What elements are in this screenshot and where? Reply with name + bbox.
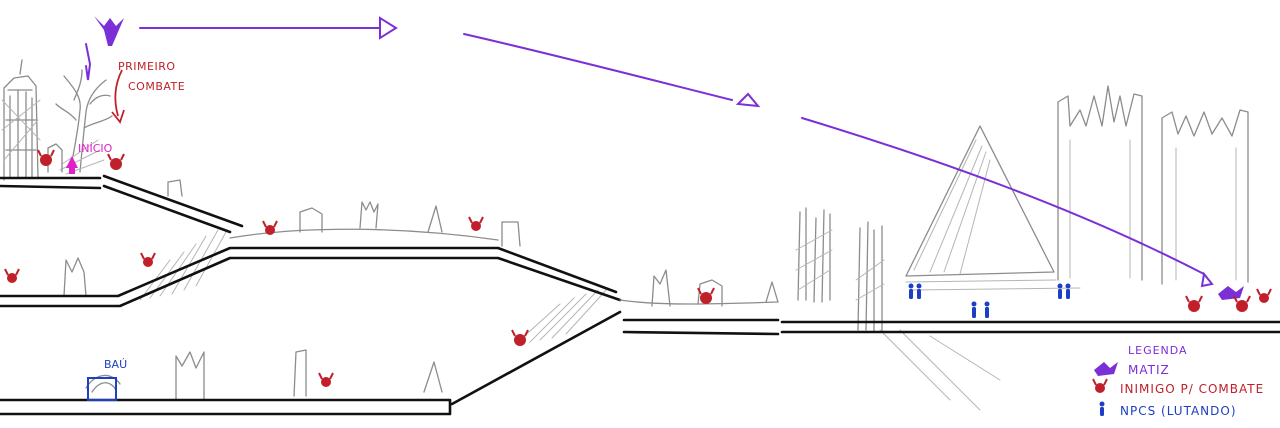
npc-icon [909, 284, 914, 300]
legend: LEGENDA MATIZ INIMIGO P/ COMBATE NPCS (L… [1093, 344, 1264, 418]
enemy-icon [319, 373, 333, 387]
enemy-icon [108, 154, 124, 170]
first-combat-label-line2: COMBATE [128, 80, 185, 93]
ruins-middle [64, 180, 778, 400]
enemy-icon [512, 330, 528, 346]
enemy-icon [141, 253, 155, 267]
start-marker: INÍCIO [66, 142, 113, 174]
legend-item-npc: NPCS (LUTANDO) [1100, 402, 1237, 419]
ruins-left [2, 60, 40, 180]
enemy-icon [1093, 379, 1107, 393]
npc-icon [1058, 284, 1063, 300]
first-combat-marker: PRIMEIRO COMBATE [112, 60, 185, 122]
legend-label: INIMIGO P/ COMBATE [1120, 382, 1264, 396]
chest: BAÚ [88, 358, 127, 400]
enemies [5, 150, 1271, 387]
matiz-icon [1094, 362, 1118, 376]
legend-label: MATIZ [1128, 363, 1170, 377]
npc-icon [917, 284, 922, 300]
npc-icon [972, 302, 977, 319]
ruins-right-fence [796, 208, 884, 332]
terrain [0, 176, 1280, 414]
first-combat-label-line1: PRIMEIRO [118, 60, 176, 73]
enemy-icon [38, 150, 54, 166]
enemy-icon [469, 217, 483, 231]
legend-item-enemy: INIMIGO P/ COMBATE [1093, 379, 1264, 396]
enemy-icon [1186, 296, 1202, 312]
legend-label: NPCS (LUTANDO) [1120, 404, 1237, 418]
start-label: INÍCIO [78, 142, 113, 155]
pyramid [906, 126, 1080, 290]
npc-icon [985, 302, 990, 319]
npc-icon [1066, 284, 1071, 300]
npc-icon [1100, 402, 1105, 417]
enemy-icon [698, 288, 714, 304]
legend-item-matiz: MATIZ [1094, 362, 1170, 377]
chest-label: BAÚ [104, 358, 127, 371]
legend-title: LEGENDA [1128, 344, 1188, 357]
matiz-path [86, 18, 1212, 286]
towers-right [1058, 86, 1248, 284]
enemy-icon [1257, 289, 1271, 303]
dead-tree [48, 70, 112, 174]
enemy-icon [5, 269, 19, 283]
